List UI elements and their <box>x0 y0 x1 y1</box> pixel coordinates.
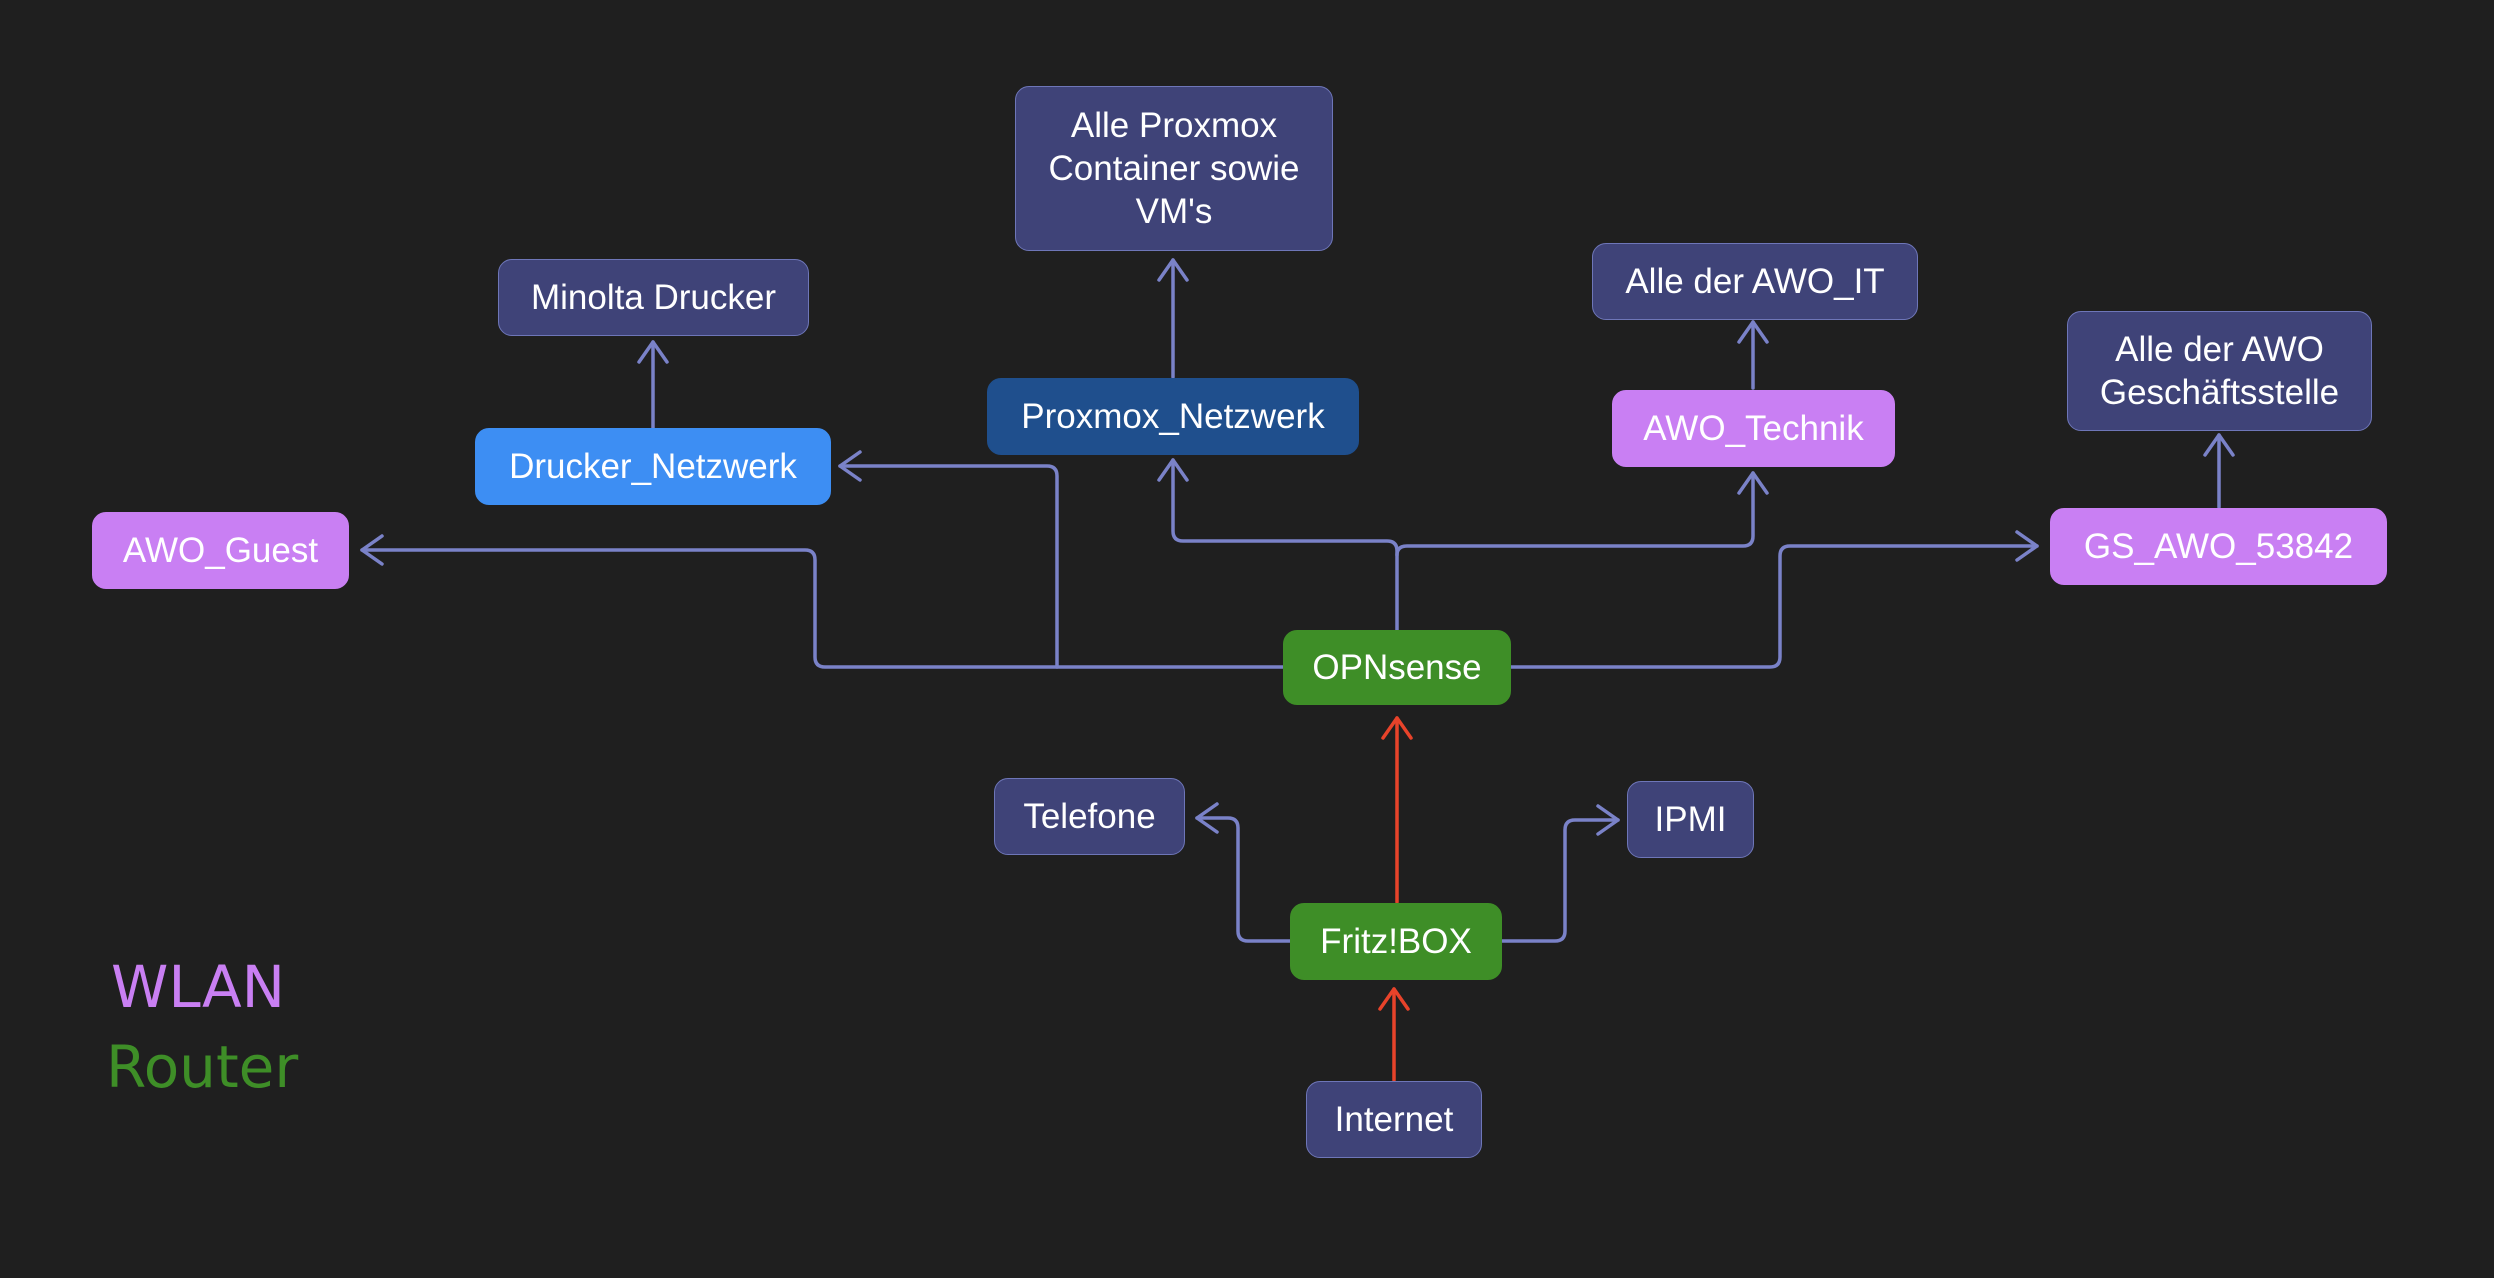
arrowhead-proxmox-vms <box>1157 258 1189 282</box>
edge-fritzbox-ipmi <box>1500 818 1620 943</box>
arrowhead-awo-guest <box>360 534 384 566</box>
node-minolta-drucker: Minolta Drucker <box>498 259 809 336</box>
arrowhead-proxmox-netzwerk <box>1157 458 1189 482</box>
arrowhead-awo-technik <box>1737 471 1769 495</box>
arrowhead-minolta <box>637 340 669 364</box>
node-proxmox-vms: Alle Proxmox Container sowie VM's <box>1015 86 1333 251</box>
legend-wlan: WLAN <box>111 953 286 1021</box>
node-awo-it: Alle der AWO_IT <box>1592 243 1918 320</box>
arrowhead-fritzbox <box>1378 987 1410 1011</box>
edge-opnsense-gs-awo <box>1509 544 2039 669</box>
edge-opnsense-drucker-netzwerk <box>838 464 1059 669</box>
node-awo-geschaeftsstelle: Alle der AWO Geschäftsstelle <box>2067 311 2372 431</box>
arrowhead-drucker-netzwerk <box>838 450 862 482</box>
legend-router: Router <box>106 1033 299 1101</box>
node-telefone: Telefone <box>994 778 1185 855</box>
node-gs-awo-53842: GS_AWO_53842 <box>2050 508 2387 585</box>
node-awo-technik: AWO_Technik <box>1612 390 1895 467</box>
arrowhead-telefone <box>1195 802 1219 834</box>
node-awo-guest: AWO_Guest <box>92 512 349 589</box>
edge-opnsense-awo-technik <box>1395 471 1755 557</box>
arrowhead-opnsense <box>1381 716 1413 740</box>
node-internet: Internet <box>1306 1081 1482 1158</box>
arrowhead-awo-it <box>1737 320 1769 344</box>
edge-opnsense-proxmox-netzwerk <box>1171 458 1399 632</box>
node-drucker-netzwerk: Drucker_Netzwerk <box>475 428 831 505</box>
arrowhead-ipmi <box>1596 804 1620 836</box>
node-fritzbox: Fritz!BOX <box>1290 903 1502 980</box>
edge-fritzbox-telefone <box>1195 816 1292 943</box>
node-proxmox-netzwerk: Proxmox_Netzwerk <box>987 378 1359 455</box>
node-ipmi: IPMI <box>1627 781 1754 858</box>
arrowhead-gs-awo <box>2015 530 2039 562</box>
arrowhead-geschaeftsstelle <box>2203 433 2235 457</box>
edge-opnsense-awo-guest <box>360 548 1285 669</box>
node-opnsense: OPNsense <box>1283 630 1511 705</box>
